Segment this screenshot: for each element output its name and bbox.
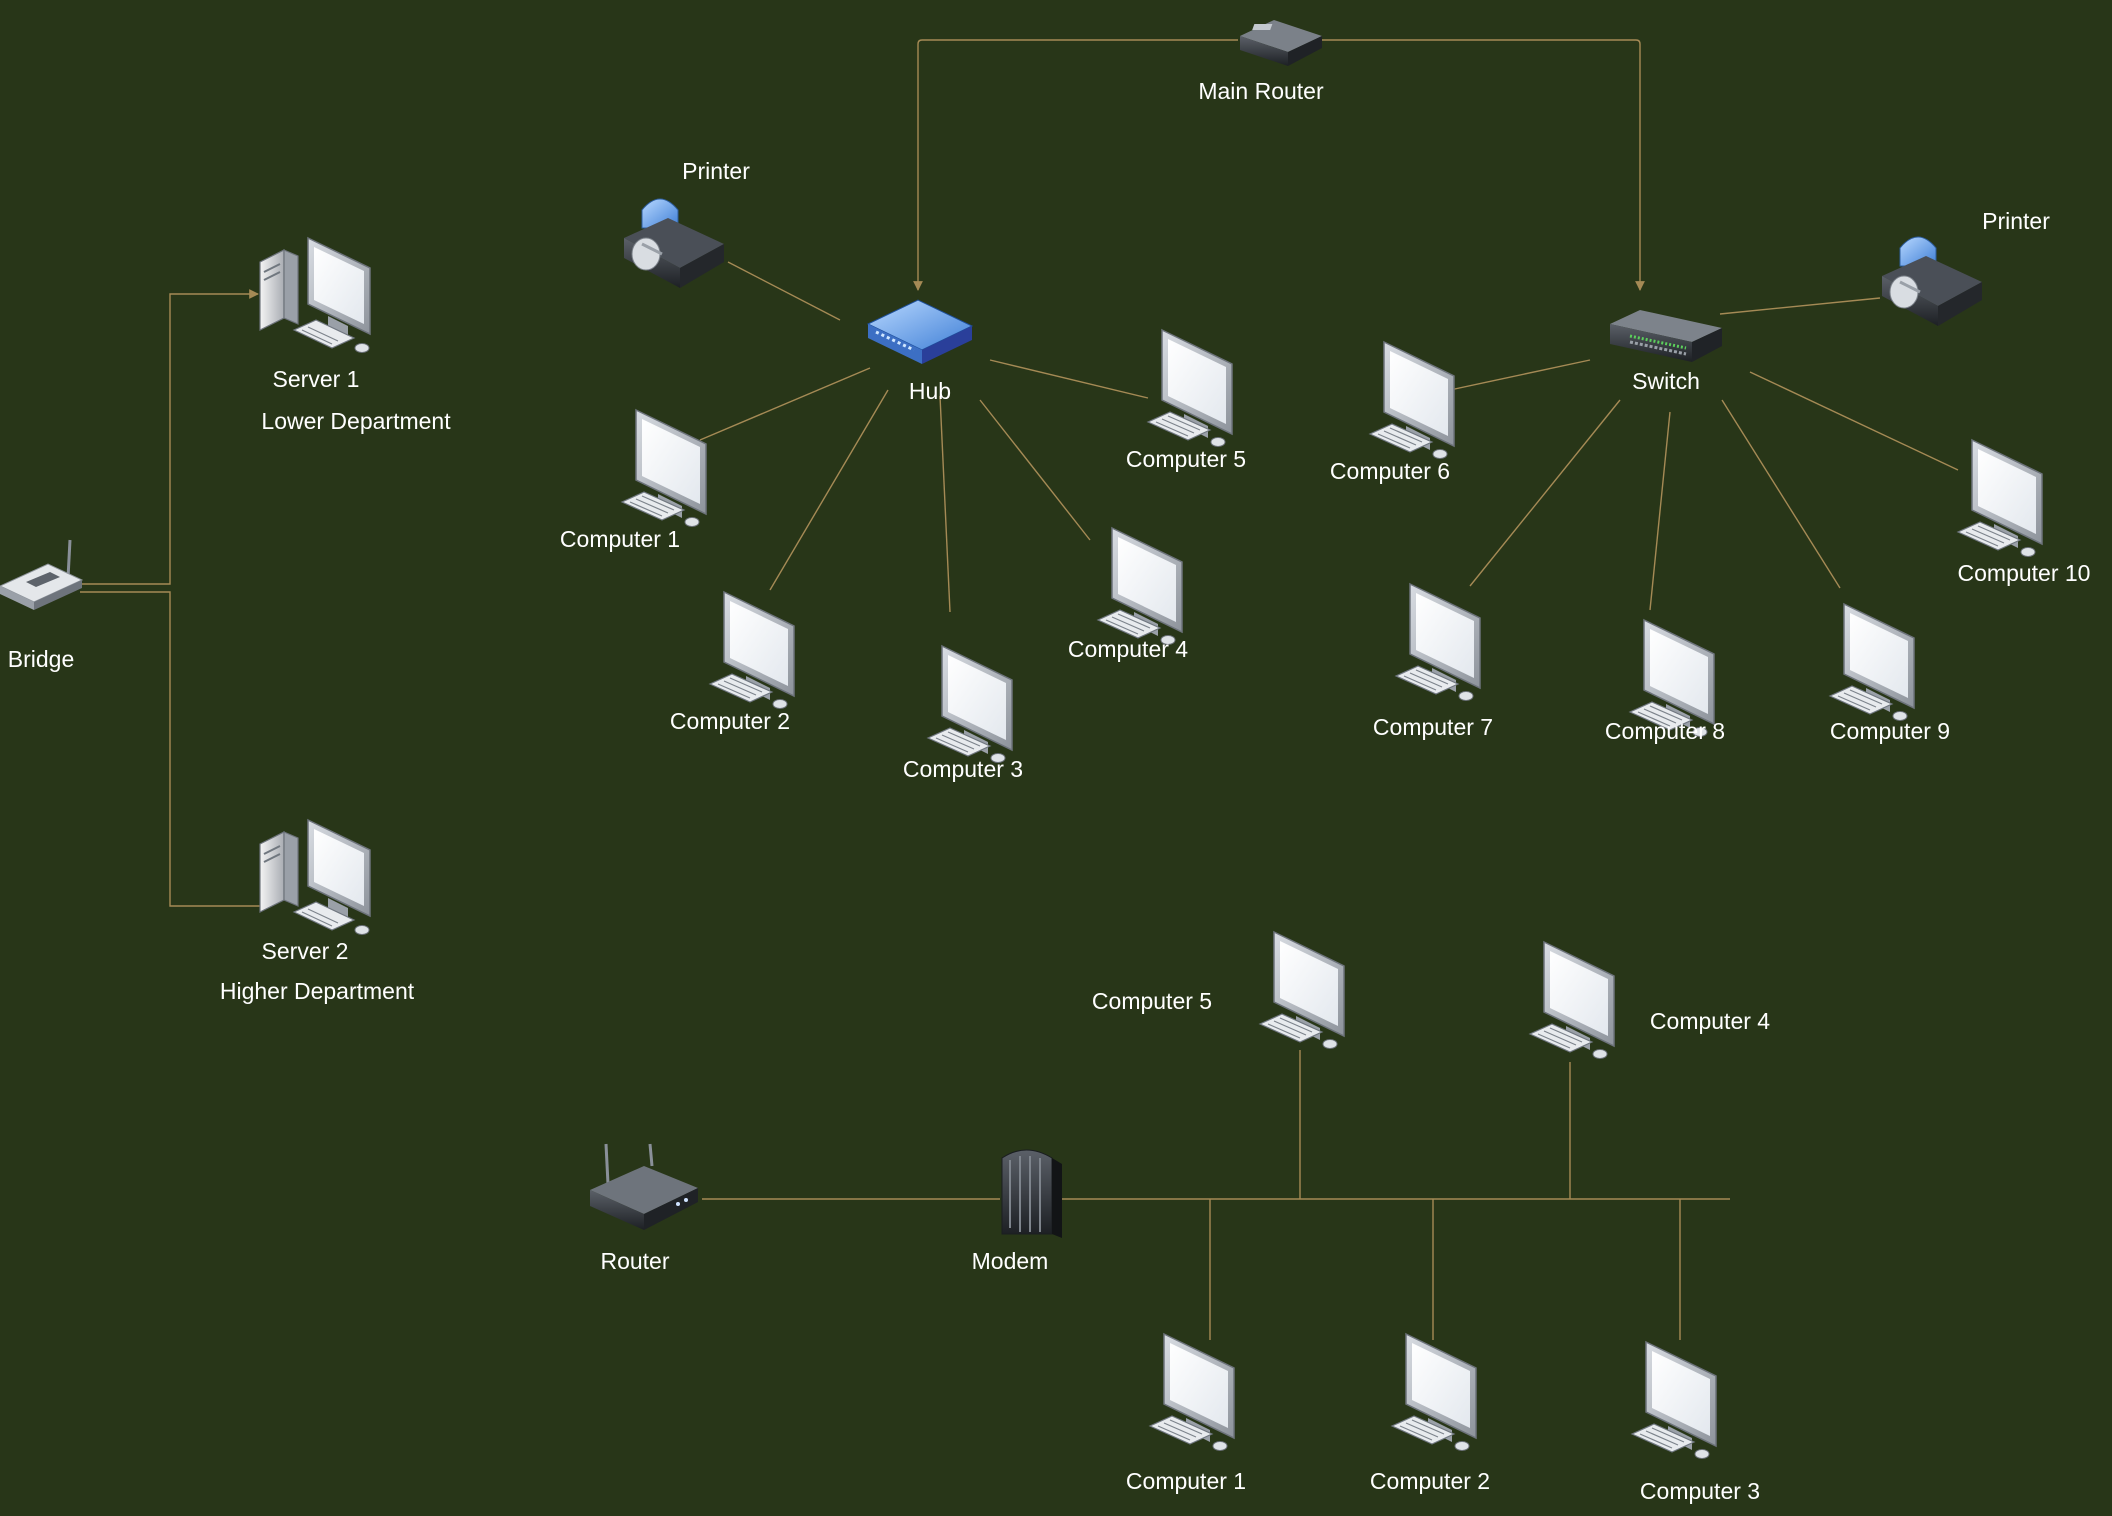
printer-label: Printer	[682, 158, 750, 184]
modem-label: Modem	[971, 1248, 1049, 1274]
computer-icon[interactable]	[1829, 603, 1915, 722]
link-bridge-server2	[80, 591, 271, 911]
computer-label: Computer 7	[1372, 714, 1494, 740]
link-switch-computer8	[1649, 411, 1671, 611]
switch-label: Switch	[1632, 368, 1700, 394]
computer-label: Computer 10	[1957, 560, 2091, 586]
computer-icon[interactable]	[1149, 1333, 1235, 1452]
computer-icon[interactable]	[1957, 439, 2043, 558]
computer-label: Computer 1	[1125, 1468, 1247, 1494]
printer-icon[interactable]	[1880, 235, 1984, 328]
hub-label: Hub	[908, 378, 952, 404]
computer-label: Computer 4	[1067, 636, 1189, 662]
computer-label: Computer 5	[1125, 446, 1247, 472]
computer-label: Computer 9	[1829, 718, 1951, 744]
printer-icon[interactable]	[622, 197, 726, 290]
link-hub-computer1	[699, 367, 871, 441]
server2-label: Server 2	[261, 938, 349, 964]
links	[80, 39, 1959, 1340]
link-printer-hub	[727, 261, 841, 321]
server2-sublabel: Higher Department	[219, 978, 415, 1004]
link-switch-computer6	[1449, 359, 1591, 391]
switch-icon[interactable]	[1608, 308, 1724, 364]
computer-label: Computer 6	[1329, 458, 1451, 484]
computer-label: Computer 2	[669, 708, 791, 734]
computer-icon[interactable]	[709, 591, 795, 710]
computer-icon[interactable]	[927, 645, 1013, 764]
printer-label: Printer	[1982, 208, 2050, 234]
computer-icon[interactable]	[1097, 527, 1183, 646]
server1-label: Server 1	[272, 366, 360, 392]
server-icon[interactable]	[259, 237, 371, 354]
router-icon[interactable]	[588, 1142, 700, 1232]
computer-icon[interactable]	[1259, 931, 1345, 1050]
nodes	[0, 20, 2043, 1460]
hub-icon[interactable]	[866, 298, 974, 366]
link-hub-computer5	[989, 359, 1149, 399]
link-bridge-server1	[80, 289, 259, 585]
router-label: Router	[600, 1248, 670, 1274]
server1-sublabel: Lower Department	[261, 408, 451, 434]
computer-icon[interactable]	[1369, 341, 1455, 460]
computer-icon[interactable]	[1529, 941, 1615, 1060]
link-switch-computer9	[1721, 399, 1841, 589]
router-icon[interactable]	[1240, 20, 1322, 66]
computer-icon[interactable]	[1631, 1341, 1717, 1460]
link-mainrouter-switch	[1322, 39, 1645, 291]
computer-label: Computer 8	[1604, 718, 1726, 744]
computer-icon[interactable]	[1391, 1333, 1477, 1452]
computer-icon[interactable]	[1147, 329, 1233, 448]
computer-label: Computer 1	[559, 526, 681, 552]
link-hub-computer3	[939, 395, 951, 613]
computer-label: Computer 4	[1649, 1008, 1771, 1034]
computer-icon[interactable]	[1395, 583, 1481, 702]
bridge-label: Bridge	[7, 646, 75, 672]
computer-icon[interactable]	[621, 409, 707, 528]
link-switch-computer7	[1469, 399, 1621, 587]
link-hub-computer4	[979, 399, 1091, 541]
link-switch-printer	[1719, 297, 1881, 315]
computer-label: Computer 2	[1369, 1468, 1491, 1494]
computer-label: Computer 3	[1639, 1478, 1761, 1504]
main-router-label: Main Router	[1198, 78, 1324, 104]
server-icon[interactable]	[259, 819, 371, 936]
computer-label: Computer 3	[902, 756, 1024, 782]
bridge-icon[interactable]	[0, 538, 84, 612]
link-hub-computer2	[769, 389, 889, 591]
link-mainrouter-hub	[913, 39, 1238, 291]
link-switch-computer10	[1749, 371, 1959, 471]
computer-label: Computer 5	[1091, 988, 1213, 1014]
modem-icon[interactable]	[1001, 1149, 1063, 1239]
